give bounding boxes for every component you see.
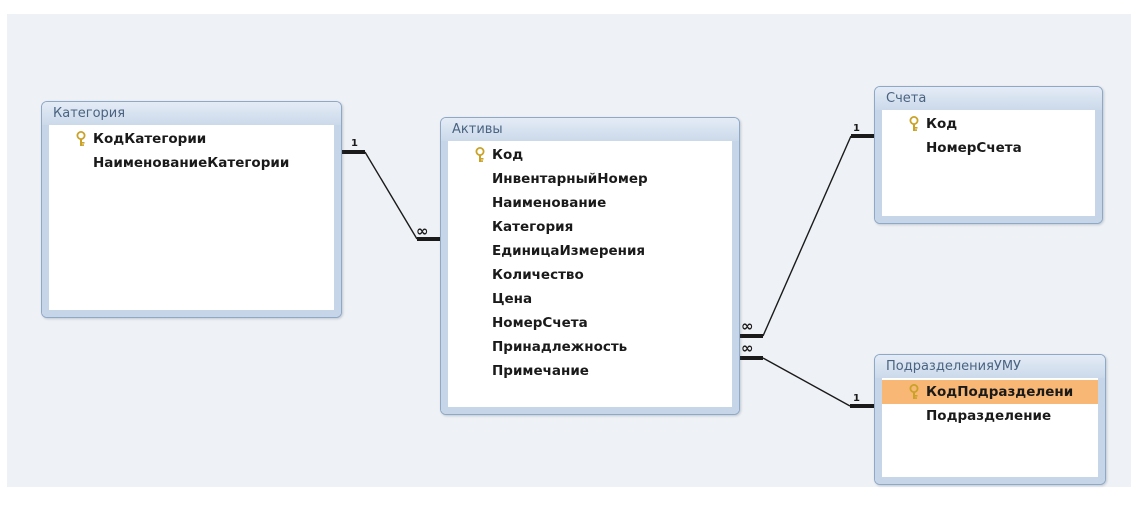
- field-name: КодПодразделени: [926, 384, 1074, 400]
- primary-key-field[interactable]: Код: [448, 143, 732, 167]
- field-name: Подразделение: [926, 408, 1052, 424]
- field-row[interactable]: ИнвентарныйНомер: [448, 167, 732, 191]
- table-title[interactable]: Категория: [42, 102, 341, 126]
- field-name: ЕдиницаИзмерения: [492, 243, 646, 259]
- field-row[interactable]: НомерСчета: [448, 311, 732, 335]
- key-icon: [908, 384, 920, 400]
- field-name: Код: [926, 116, 958, 132]
- primary-key-field[interactable]: КодКатегории: [49, 127, 334, 151]
- table-title[interactable]: Счета: [875, 87, 1102, 111]
- key-icon: [474, 147, 486, 163]
- field-name: Принадлежность: [492, 339, 628, 355]
- primary-key-field[interactable]: КодПодразделени: [882, 380, 1098, 404]
- field-name: Категория: [492, 219, 574, 235]
- field-row[interactable]: Цена: [448, 287, 732, 311]
- key-icon: [908, 116, 920, 132]
- field-name: Примечание: [492, 363, 589, 379]
- field-name: Код: [492, 147, 524, 163]
- field-name: НомерСчета: [492, 315, 588, 331]
- field-row[interactable]: НомерСчета: [882, 136, 1095, 160]
- key-icon: [75, 131, 87, 147]
- field-row[interactable]: Категория: [448, 215, 732, 239]
- field-row[interactable]: Количество: [448, 263, 732, 287]
- field-row[interactable]: Принадлежность: [448, 335, 732, 359]
- field-name: НомерСчета: [926, 140, 1022, 156]
- field-row[interactable]: Подразделение: [882, 404, 1098, 428]
- table-title[interactable]: ПодразделенияУМУ: [875, 355, 1105, 379]
- field-row[interactable]: Примечание: [448, 359, 732, 383]
- field-name: КодКатегории: [93, 131, 207, 147]
- field-name: Цена: [492, 291, 533, 307]
- primary-key-field[interactable]: Код: [882, 112, 1095, 136]
- field-row[interactable]: Наименование: [448, 191, 732, 215]
- field-row[interactable]: НаименованиеКатегории: [49, 151, 334, 175]
- table-title[interactable]: Активы: [441, 118, 739, 142]
- field-name: ИнвентарныйНомер: [492, 171, 648, 187]
- field-name: Наименование: [492, 195, 607, 211]
- field-name: НаименованиеКатегории: [93, 155, 290, 171]
- field-name: Количество: [492, 267, 584, 283]
- field-row[interactable]: ЕдиницаИзмерения: [448, 239, 732, 263]
